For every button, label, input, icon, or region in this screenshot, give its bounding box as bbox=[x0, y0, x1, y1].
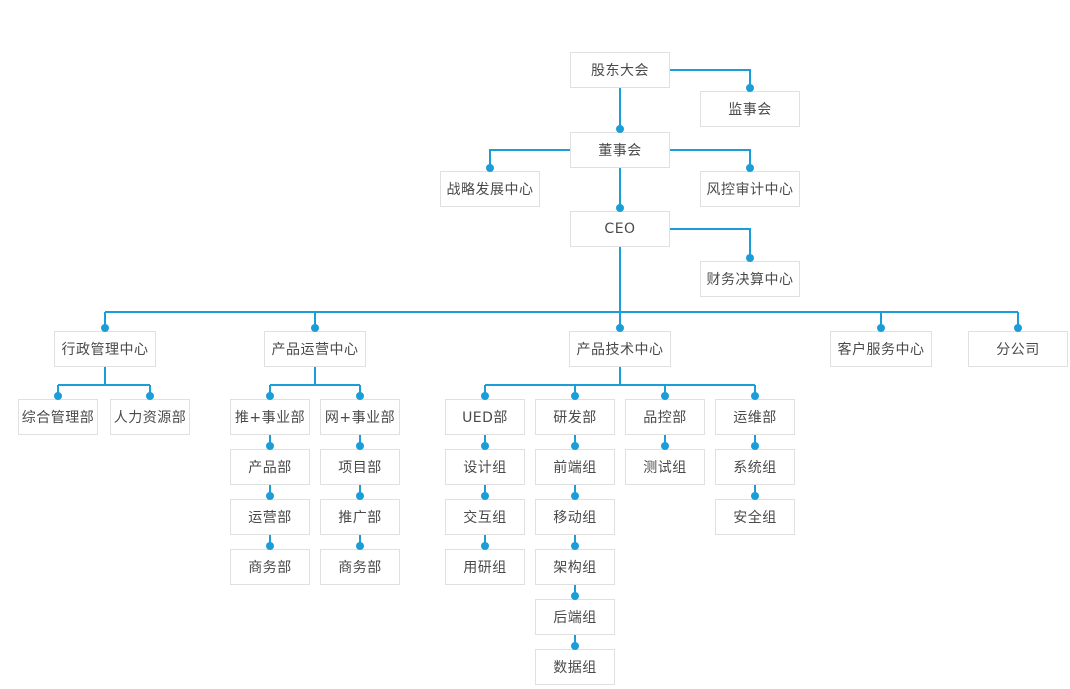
org-node-supervisory: 监事会 bbox=[700, 91, 800, 127]
org-node-shareholders: 股东大会 bbox=[570, 52, 670, 88]
org-node-interaction: 交互组 bbox=[445, 499, 525, 535]
org-node-hr: 人力资源部 bbox=[110, 399, 190, 435]
org-node-qc: 品控部 bbox=[625, 399, 705, 435]
org-node-design: 设计组 bbox=[445, 449, 525, 485]
org-node-promo_dept: 推广部 bbox=[320, 499, 400, 535]
org-node-frontend: 前端组 bbox=[535, 449, 615, 485]
org-node-product_ops: 产品运营中心 bbox=[264, 331, 366, 367]
org-node-om: 运维部 bbox=[715, 399, 795, 435]
connector-line bbox=[670, 228, 751, 258]
org-node-general: 综合管理部 bbox=[18, 399, 98, 435]
org-node-research: 用研组 bbox=[445, 549, 525, 585]
org-node-customer: 客户服务中心 bbox=[830, 331, 932, 367]
org-node-strategy: 战略发展中心 bbox=[440, 171, 540, 207]
org-node-board: 董事会 bbox=[570, 132, 670, 168]
org-node-ceo: CEO bbox=[570, 211, 670, 247]
connector-line bbox=[670, 69, 751, 88]
org-node-project_dept: 项目部 bbox=[320, 449, 400, 485]
org-node-admin: 行政管理中心 bbox=[54, 331, 156, 367]
org-node-product_tech: 产品技术中心 bbox=[569, 331, 671, 367]
org-node-biz1: 商务部 bbox=[230, 549, 310, 585]
org-node-risk_audit: 风控审计中心 bbox=[700, 171, 800, 207]
connector-line bbox=[489, 149, 570, 168]
org-node-test: 测试组 bbox=[625, 449, 705, 485]
org-node-arch: 架构组 bbox=[535, 549, 615, 585]
connector-line bbox=[670, 149, 751, 168]
org-node-backend: 后端组 bbox=[535, 599, 615, 635]
org-node-finance: 财务决算中心 bbox=[700, 261, 800, 297]
org-node-rd: 研发部 bbox=[535, 399, 615, 435]
org-node-ops_dept: 运营部 bbox=[230, 499, 310, 535]
org-node-data_grp: 数据组 bbox=[535, 649, 615, 685]
org-node-tui_div: 推+事业部 bbox=[230, 399, 310, 435]
org-node-security: 安全组 bbox=[715, 499, 795, 535]
org-node-ued: UED部 bbox=[445, 399, 525, 435]
org-node-biz2: 商务部 bbox=[320, 549, 400, 585]
org-node-system: 系统组 bbox=[715, 449, 795, 485]
org-node-mobile: 移动组 bbox=[535, 499, 615, 535]
org-node-product_dept: 产品部 bbox=[230, 449, 310, 485]
org-node-wang_div: 网+事业部 bbox=[320, 399, 400, 435]
org-node-branch: 分公司 bbox=[968, 331, 1068, 367]
